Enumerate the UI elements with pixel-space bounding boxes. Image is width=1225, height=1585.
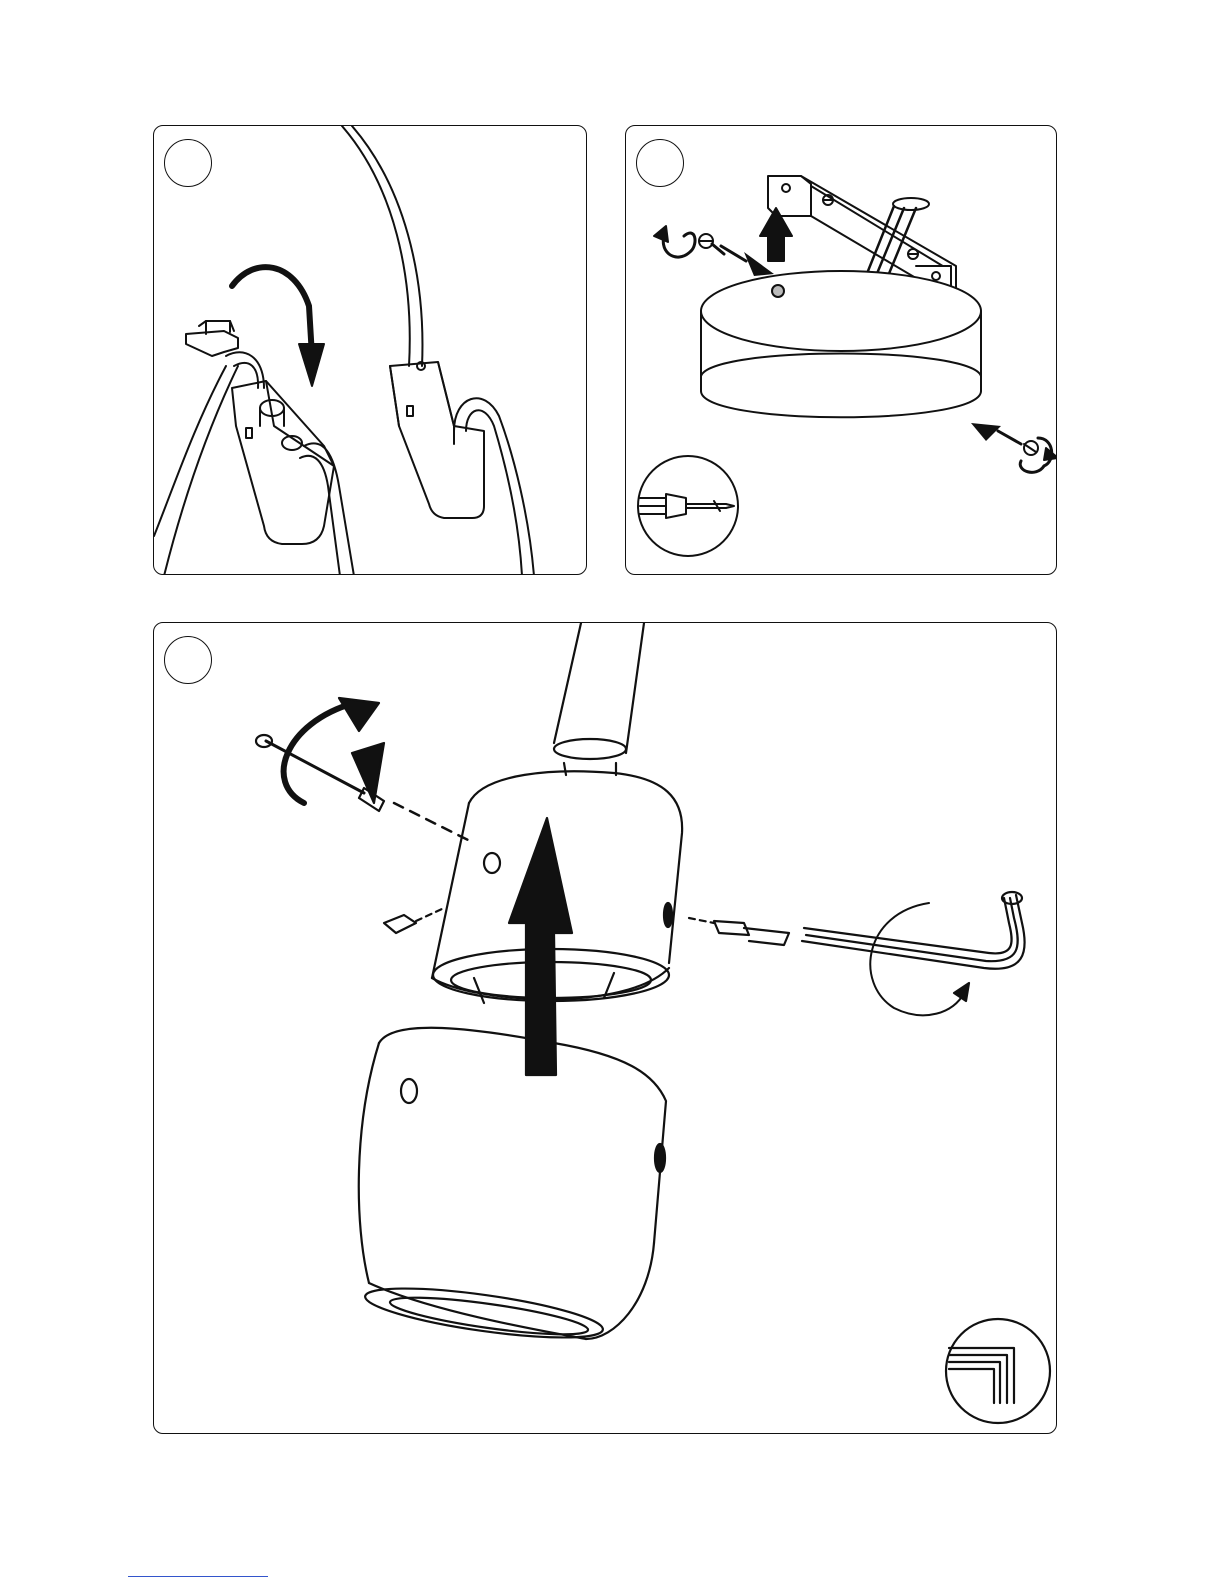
panel-step-1 xyxy=(153,125,587,575)
allen-key-icon xyxy=(946,1319,1050,1423)
panel-step-3 xyxy=(153,622,1057,1434)
cable-clip-connector-icon xyxy=(154,126,587,575)
panel-step-2 xyxy=(625,125,1057,575)
footer-link-underline xyxy=(128,1576,268,1577)
ceiling-mount-screws-icon xyxy=(626,126,1057,575)
spotlight-assembly-icon xyxy=(154,623,1057,1434)
